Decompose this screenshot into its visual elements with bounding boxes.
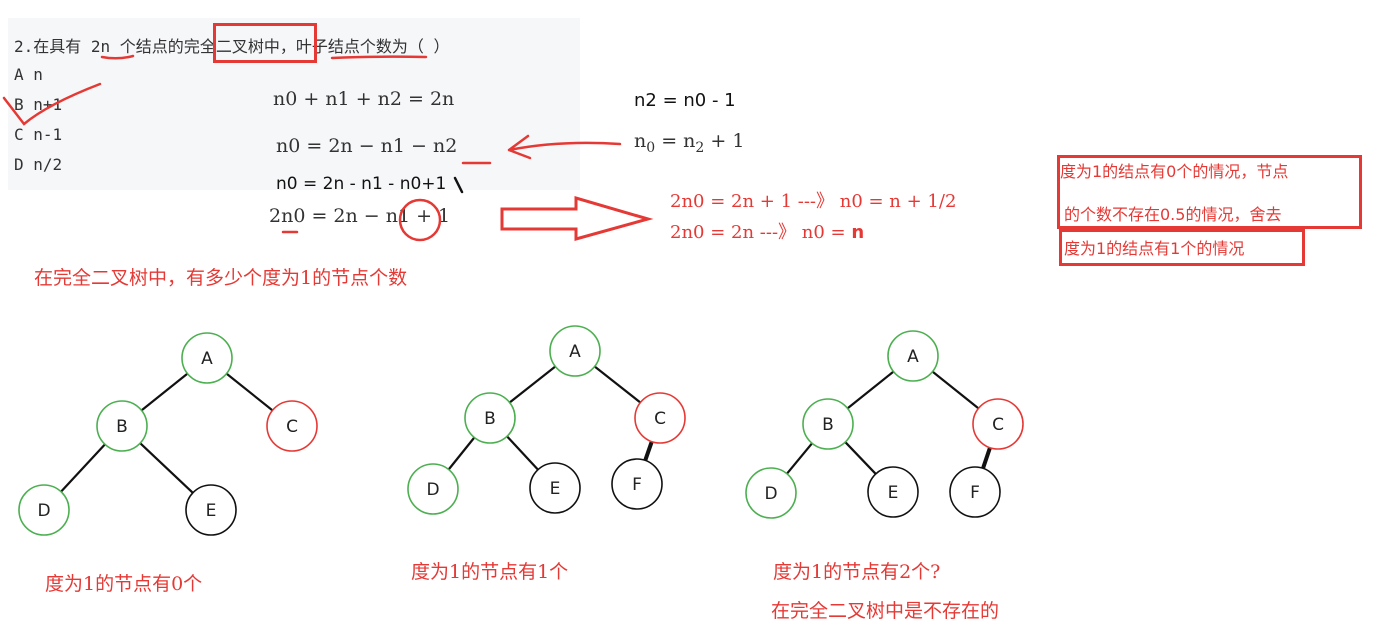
question-suffix: 个数为（ ） xyxy=(359,37,450,56)
tree-1-caption: 度为1的节点有0个 xyxy=(45,573,202,595)
question-underlined-term: 叶子结点 xyxy=(295,37,360,56)
red-eq2-b: n xyxy=(851,222,865,243)
underline-2n xyxy=(100,54,135,60)
tree-3-node-C xyxy=(972,398,1024,450)
tree-1-label-C: C xyxy=(286,417,298,437)
tree-3-caption: 度为1的节点有2个? xyxy=(773,561,940,583)
tree-1-label-E: E xyxy=(206,501,217,521)
callout-box-1 xyxy=(1057,155,1362,229)
annotations xyxy=(2,54,654,242)
question-term-box xyxy=(213,23,317,63)
tree-2-label-D: D xyxy=(426,480,439,500)
tree-2-node-A xyxy=(549,325,601,377)
red-equation-1: 2n0 = 2n + 1 ---》 n0 = n + 1/2 xyxy=(670,191,957,212)
equation-3: n0 = 2n - n1 - n0+1 xyxy=(276,174,447,194)
tree-2-label-C: C xyxy=(654,409,666,429)
headline: 在完全二叉树中，有多少个度为1的节点个数 xyxy=(34,267,408,289)
tree-3-caption-2: 在完全二叉树中是不存在的 xyxy=(771,600,999,622)
tree-1-label-A: A xyxy=(201,349,213,369)
equation-right-2: n0 = n2 + 1 xyxy=(634,130,744,156)
option-a: A n xyxy=(14,65,43,84)
tree-1-node-E xyxy=(185,484,237,536)
tree-2-edge xyxy=(590,363,645,406)
tree-3-label-D: D xyxy=(764,484,777,504)
trees: A B C D E A B C D E F A B C D E F xyxy=(18,325,1024,536)
tree-2-node-D xyxy=(407,463,459,515)
option-c: C n-1 xyxy=(14,125,63,144)
tree-3-edge xyxy=(843,368,898,412)
eq-right2-c: + 1 xyxy=(704,130,745,152)
callout-line-2: 的个数不存在0.5的情况，舍去 xyxy=(1064,201,1282,225)
tree-3-edge xyxy=(928,368,983,412)
tree-1-node-A xyxy=(181,332,233,384)
underline-leaf xyxy=(330,55,428,60)
tree-2-edge xyxy=(503,432,542,474)
tree-2-label-B: B xyxy=(484,409,496,429)
tree-2-node-B xyxy=(464,392,516,444)
tree-3-edge xyxy=(783,439,816,478)
option-d: D n/2 xyxy=(14,155,63,174)
question-panel xyxy=(8,18,580,190)
tree-1-edge xyxy=(136,439,197,497)
eq-right2-sub2: 2 xyxy=(695,139,705,156)
callout-line-1: 度为1的结点有0个的情况，节点 xyxy=(1060,158,1289,182)
strike-plus-1 xyxy=(453,176,464,194)
tree-1-label-D: D xyxy=(37,501,50,521)
equation-2: n0 = 2n − n1 − n2 xyxy=(276,135,458,157)
red-eq2-a: 2n0 = 2n ---》 n0 = xyxy=(670,222,852,243)
tree-3-label-A: A xyxy=(907,347,919,367)
tree-1-node-D xyxy=(18,484,70,536)
eq-right2-b: = n xyxy=(655,130,696,152)
tree-2-edge xyxy=(505,363,560,406)
callout-line-3: 度为1的结点有1个的情况 xyxy=(1064,235,1245,259)
big-arrow xyxy=(500,196,654,241)
option-b: B n+1 xyxy=(14,95,63,114)
tree-3-node-D xyxy=(745,467,797,519)
tree-1-edge xyxy=(137,370,192,414)
arrow-left xyxy=(507,134,622,160)
tree-2-node-F xyxy=(611,458,663,510)
tree-2-label-E: E xyxy=(550,479,561,499)
tree-2-node-E xyxy=(529,462,581,514)
tree-2-label-A: A xyxy=(569,342,581,362)
tree-3-node-B xyxy=(802,398,854,450)
tree-3-label-C: C xyxy=(992,415,1004,435)
tree-1-label-B: B xyxy=(116,417,128,437)
question-mid1: 个结点的 xyxy=(110,37,184,56)
tree-3-node-F xyxy=(949,466,1001,518)
checkmark xyxy=(2,82,102,126)
tree-2-caption: 度为1的节点有1个 xyxy=(411,561,568,583)
tree-3-label-F: F xyxy=(970,483,980,503)
tree-3-node-A xyxy=(887,330,939,382)
question-mid2: 中， xyxy=(263,37,296,56)
tree-3-edge xyxy=(979,443,994,473)
question-line: 2.在具有 2n 个结点的完全二叉树中，叶子结点个数为（ ） xyxy=(14,33,450,57)
tree-1-node-B xyxy=(96,400,148,452)
question-prefix: 2.在具有 xyxy=(14,37,91,56)
red-equation-2: 2n0 = 2n ---》 n0 = n xyxy=(670,218,864,244)
eq-right2-sub: 0 xyxy=(646,139,656,156)
tree-3-label-B: B xyxy=(822,415,834,435)
tree-3-node-E xyxy=(867,466,919,518)
tree-1-node-C xyxy=(266,400,318,452)
tree-3-label-E: E xyxy=(888,483,899,503)
eq-right2-a: n xyxy=(634,130,647,152)
question-n-token: 2n xyxy=(90,37,111,56)
equation-1: n0 + n1 + n2 = 2n xyxy=(273,88,455,110)
tree-2-node-C xyxy=(634,392,686,444)
tree-2-edge xyxy=(445,433,478,474)
callout-box-2 xyxy=(1059,229,1305,266)
tree-3-edge xyxy=(841,438,880,478)
tree-2-label-F: F xyxy=(632,475,642,495)
equation-4: 2n0 = 2n − n1 + 1 xyxy=(269,205,451,227)
question-boxed-term: 完全二叉树 xyxy=(183,37,264,56)
tree-1-edge xyxy=(57,440,109,496)
equation-right-1: n2 = n0 - 1 xyxy=(634,90,736,111)
tree-1-edge xyxy=(222,370,277,414)
circle-n1 xyxy=(398,198,442,242)
